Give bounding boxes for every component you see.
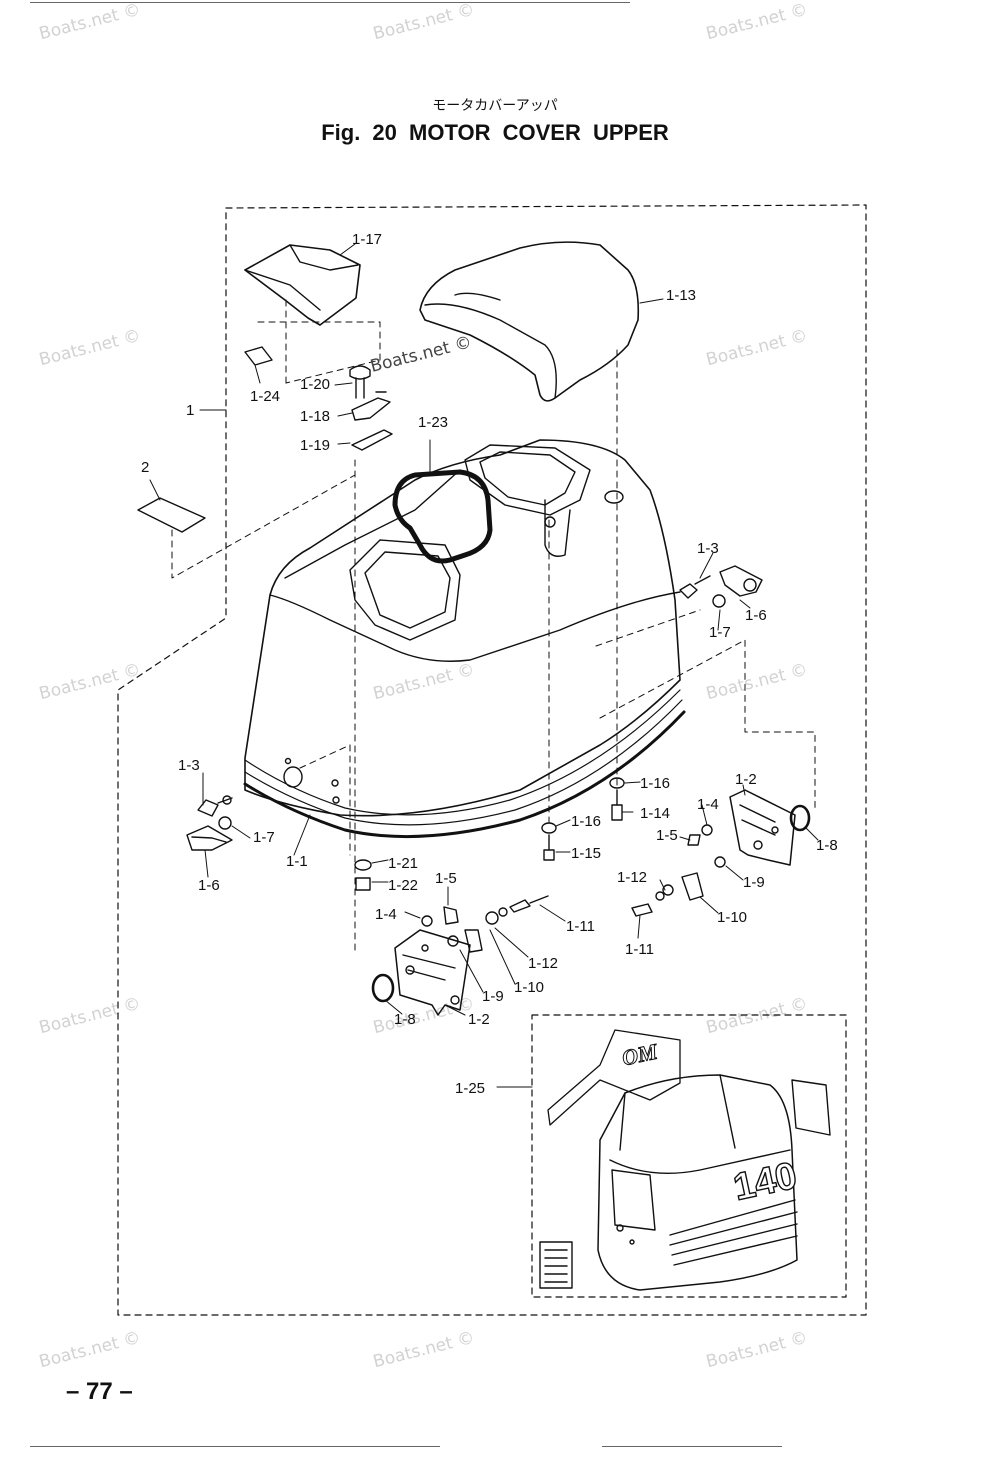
japanese-title: モータカバーアッパ (432, 98, 558, 114)
latch-bracket-left (371, 895, 549, 1016)
part-label: 1-9 (743, 874, 765, 891)
bottom-rule-right (602, 1446, 782, 1447)
bolts-and-washers (354, 777, 625, 927)
part-label: 1-6 (198, 877, 220, 894)
part-label: 1-14 (640, 805, 670, 822)
part-label: 1 (186, 402, 194, 419)
watermark: Boats.net © (368, 332, 473, 376)
label-leaders (149, 243, 819, 1088)
part-label: 1-4 (375, 906, 397, 923)
part-label: 1-7 (253, 829, 275, 846)
part-label: 1-2 (735, 771, 757, 788)
motor-cover-body (243, 439, 686, 839)
projection-lines (171, 299, 816, 956)
part-label: 1-3 (178, 757, 200, 774)
part-label: 1-7 (709, 624, 731, 641)
part-label: 1-16 (640, 775, 670, 792)
inset-boundary (531, 1014, 847, 1298)
part-label: 1-11 (566, 918, 595, 935)
top-cover-lid (419, 241, 640, 402)
part-label: 1-15 (571, 845, 601, 862)
part-label: 1-13 (666, 287, 696, 304)
part-label: 1-5 (435, 870, 457, 887)
small-decal (244, 346, 273, 366)
part-label: 1-23 (418, 414, 448, 431)
part-label: 1-10 (717, 909, 747, 926)
assembly-boundary (117, 204, 867, 1316)
bottom-rule-left (30, 1446, 440, 1447)
part-label: 1-20 (300, 376, 330, 393)
part-label: 2 (141, 459, 149, 476)
part-label: 1-3 (697, 540, 719, 557)
part-label: 1-12 (528, 955, 558, 972)
top-rule (30, 2, 630, 3)
part-label: 1-21 (388, 855, 418, 872)
caution-decal (137, 497, 206, 533)
part-label: 1-18 (300, 408, 330, 425)
part-label: 1-9 (482, 988, 504, 1005)
part-label: 1-4 (697, 796, 719, 813)
latch-bracket-right (631, 789, 811, 917)
part-label: 1-2 (468, 1011, 490, 1028)
part-label: 1-17 (352, 231, 382, 248)
part-label: 1-22 (388, 877, 418, 894)
part-label: 1-12 (617, 869, 647, 886)
part-label: 1-16 (571, 813, 601, 830)
part-label: 1-11 (625, 941, 654, 958)
inset-cover-illustration (539, 1029, 831, 1291)
seal-ring (392, 469, 493, 564)
front-cap (244, 244, 361, 326)
part-label: 1-8 (394, 1011, 416, 1028)
inset-logo-text: OM (620, 1038, 661, 1070)
page-number: – 77 – (66, 1378, 133, 1405)
part-label: 1-19 (300, 437, 330, 454)
part-label: 1-24 (250, 388, 280, 405)
part-label: 1-10 (514, 979, 544, 996)
part-label: 1-1 (286, 853, 308, 870)
part-label: 1-8 (816, 837, 838, 854)
figure-title: Fig. 20 MOTOR COVER UPPER (321, 120, 669, 145)
part-label: 1-25 (455, 1080, 485, 1097)
part-label: 1-6 (745, 607, 767, 624)
left-hardware (186, 795, 233, 851)
part-label: 1-5 (656, 827, 678, 844)
latch-hardware (349, 365, 393, 451)
right-hardware-upper (679, 565, 763, 608)
